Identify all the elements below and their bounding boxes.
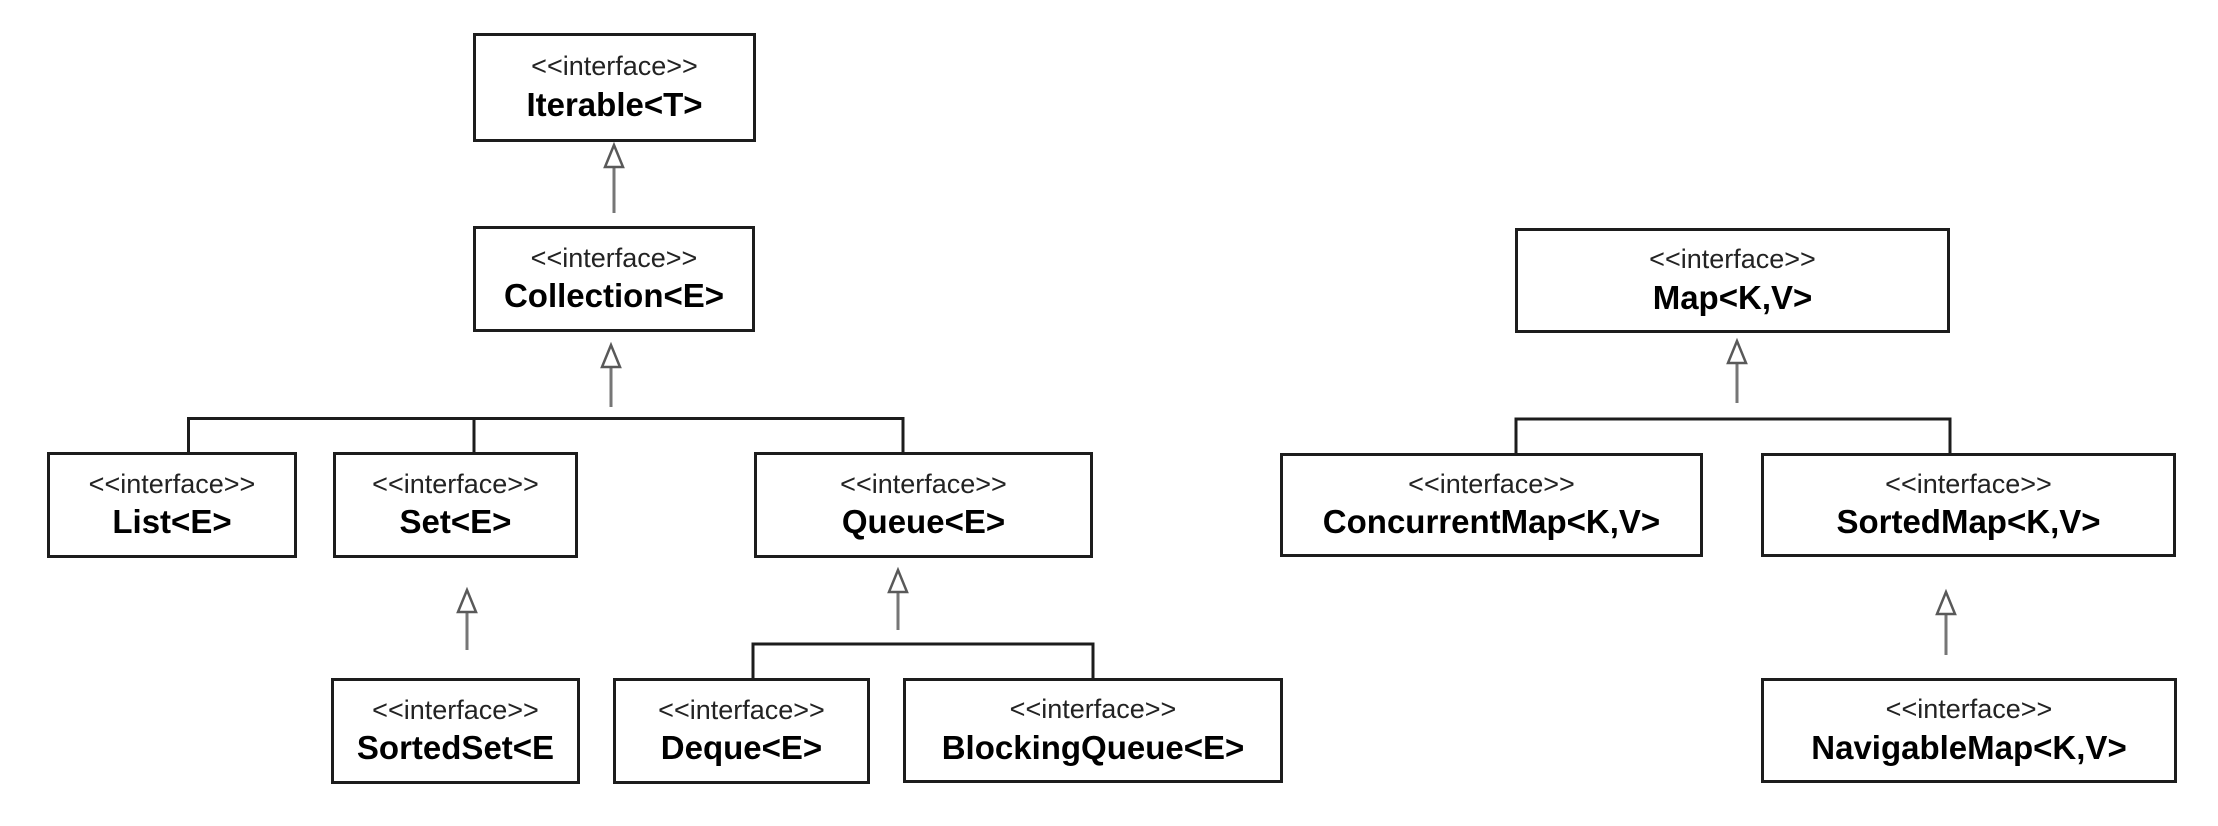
arrowhead-collection-to-iterable <box>603 141 625 169</box>
interface-box-sortedmap: <<interface>> SortedMap<K,V> <box>1761 453 2176 557</box>
interface-name-sortedmap: SortedMap<K,V> <box>1836 503 2101 541</box>
stereotype-label: <<interface>> <box>88 468 256 499</box>
arrowhead-children-to-map <box>1726 337 1748 365</box>
stereotype-label: <<interface>> <box>1649 244 1816 274</box>
stereotype-label: <<interface>> <box>1885 468 2052 499</box>
stereotype-label: <<interface>> <box>531 51 698 81</box>
interface-name-list: List<E> <box>112 503 232 541</box>
interface-box-iterable: <<interface>> Iterable<T> <box>473 33 756 142</box>
interface-name-blockingqueue: BlockingQueue<E> <box>941 728 1245 766</box>
interface-name-deque: Deque<E> <box>660 729 823 767</box>
tree-connector-collection-children <box>187 417 905 452</box>
interface-name-iterable: Iterable<T> <box>526 85 703 123</box>
stereotype-label: <<interface>> <box>840 468 1007 499</box>
arrowhead-navigablemap-to-sortedmap <box>1935 588 1957 616</box>
interface-box-sortedset: <<interface>> SortedSet<E <box>331 678 580 784</box>
interface-name-sortedset: SortedSet<E <box>356 729 555 767</box>
interface-box-map: <<interface>> Map<K,V> <box>1515 228 1950 333</box>
interface-name-queue: Queue<E> <box>841 503 1006 541</box>
tree-connector-map-children <box>1514 417 1952 453</box>
stereotype-label: <<interface>> <box>372 694 539 725</box>
tree-connector-queue-children <box>751 642 1095 678</box>
stereotype-label: <<interface>> <box>1408 468 1575 499</box>
interface-box-blockingqueue: <<interface>> BlockingQueue<E> <box>903 678 1283 783</box>
interface-box-navigablemap: <<interface>> NavigableMap<K,V> <box>1761 678 2177 783</box>
interface-name-collection: Collection<E> <box>503 277 725 315</box>
interface-name-concurrentmap: ConcurrentMap<K,V> <box>1322 503 1661 541</box>
arrowhead-children-to-queue <box>887 566 909 594</box>
interface-box-set: <<interface>> Set<E> <box>333 452 578 558</box>
interface-name-set: Set<E> <box>399 503 512 541</box>
interface-box-concurrentmap: <<interface>> ConcurrentMap<K,V> <box>1280 453 1703 557</box>
interface-box-collection: <<interface>> Collection<E> <box>473 226 755 332</box>
interface-name-map: Map<K,V> <box>1652 278 1813 316</box>
stereotype-label: <<interface>> <box>372 468 539 499</box>
arrowhead-children-to-collection <box>600 341 622 369</box>
interface-box-list: <<interface>> List<E> <box>47 452 297 558</box>
arrowhead-sortedset-to-set <box>456 586 478 614</box>
interface-name-navigablemap: NavigableMap<K,V> <box>1811 728 2127 766</box>
interface-box-deque: <<interface>> Deque<E> <box>613 678 870 784</box>
stereotype-label: <<interface>> <box>530 242 698 273</box>
interface-box-queue: <<interface>> Queue<E> <box>754 452 1093 558</box>
stereotype-label: <<interface>> <box>658 694 825 725</box>
stereotype-label: <<interface>> <box>1885 694 2053 724</box>
stereotype-label: <<interface>> <box>1009 694 1177 724</box>
